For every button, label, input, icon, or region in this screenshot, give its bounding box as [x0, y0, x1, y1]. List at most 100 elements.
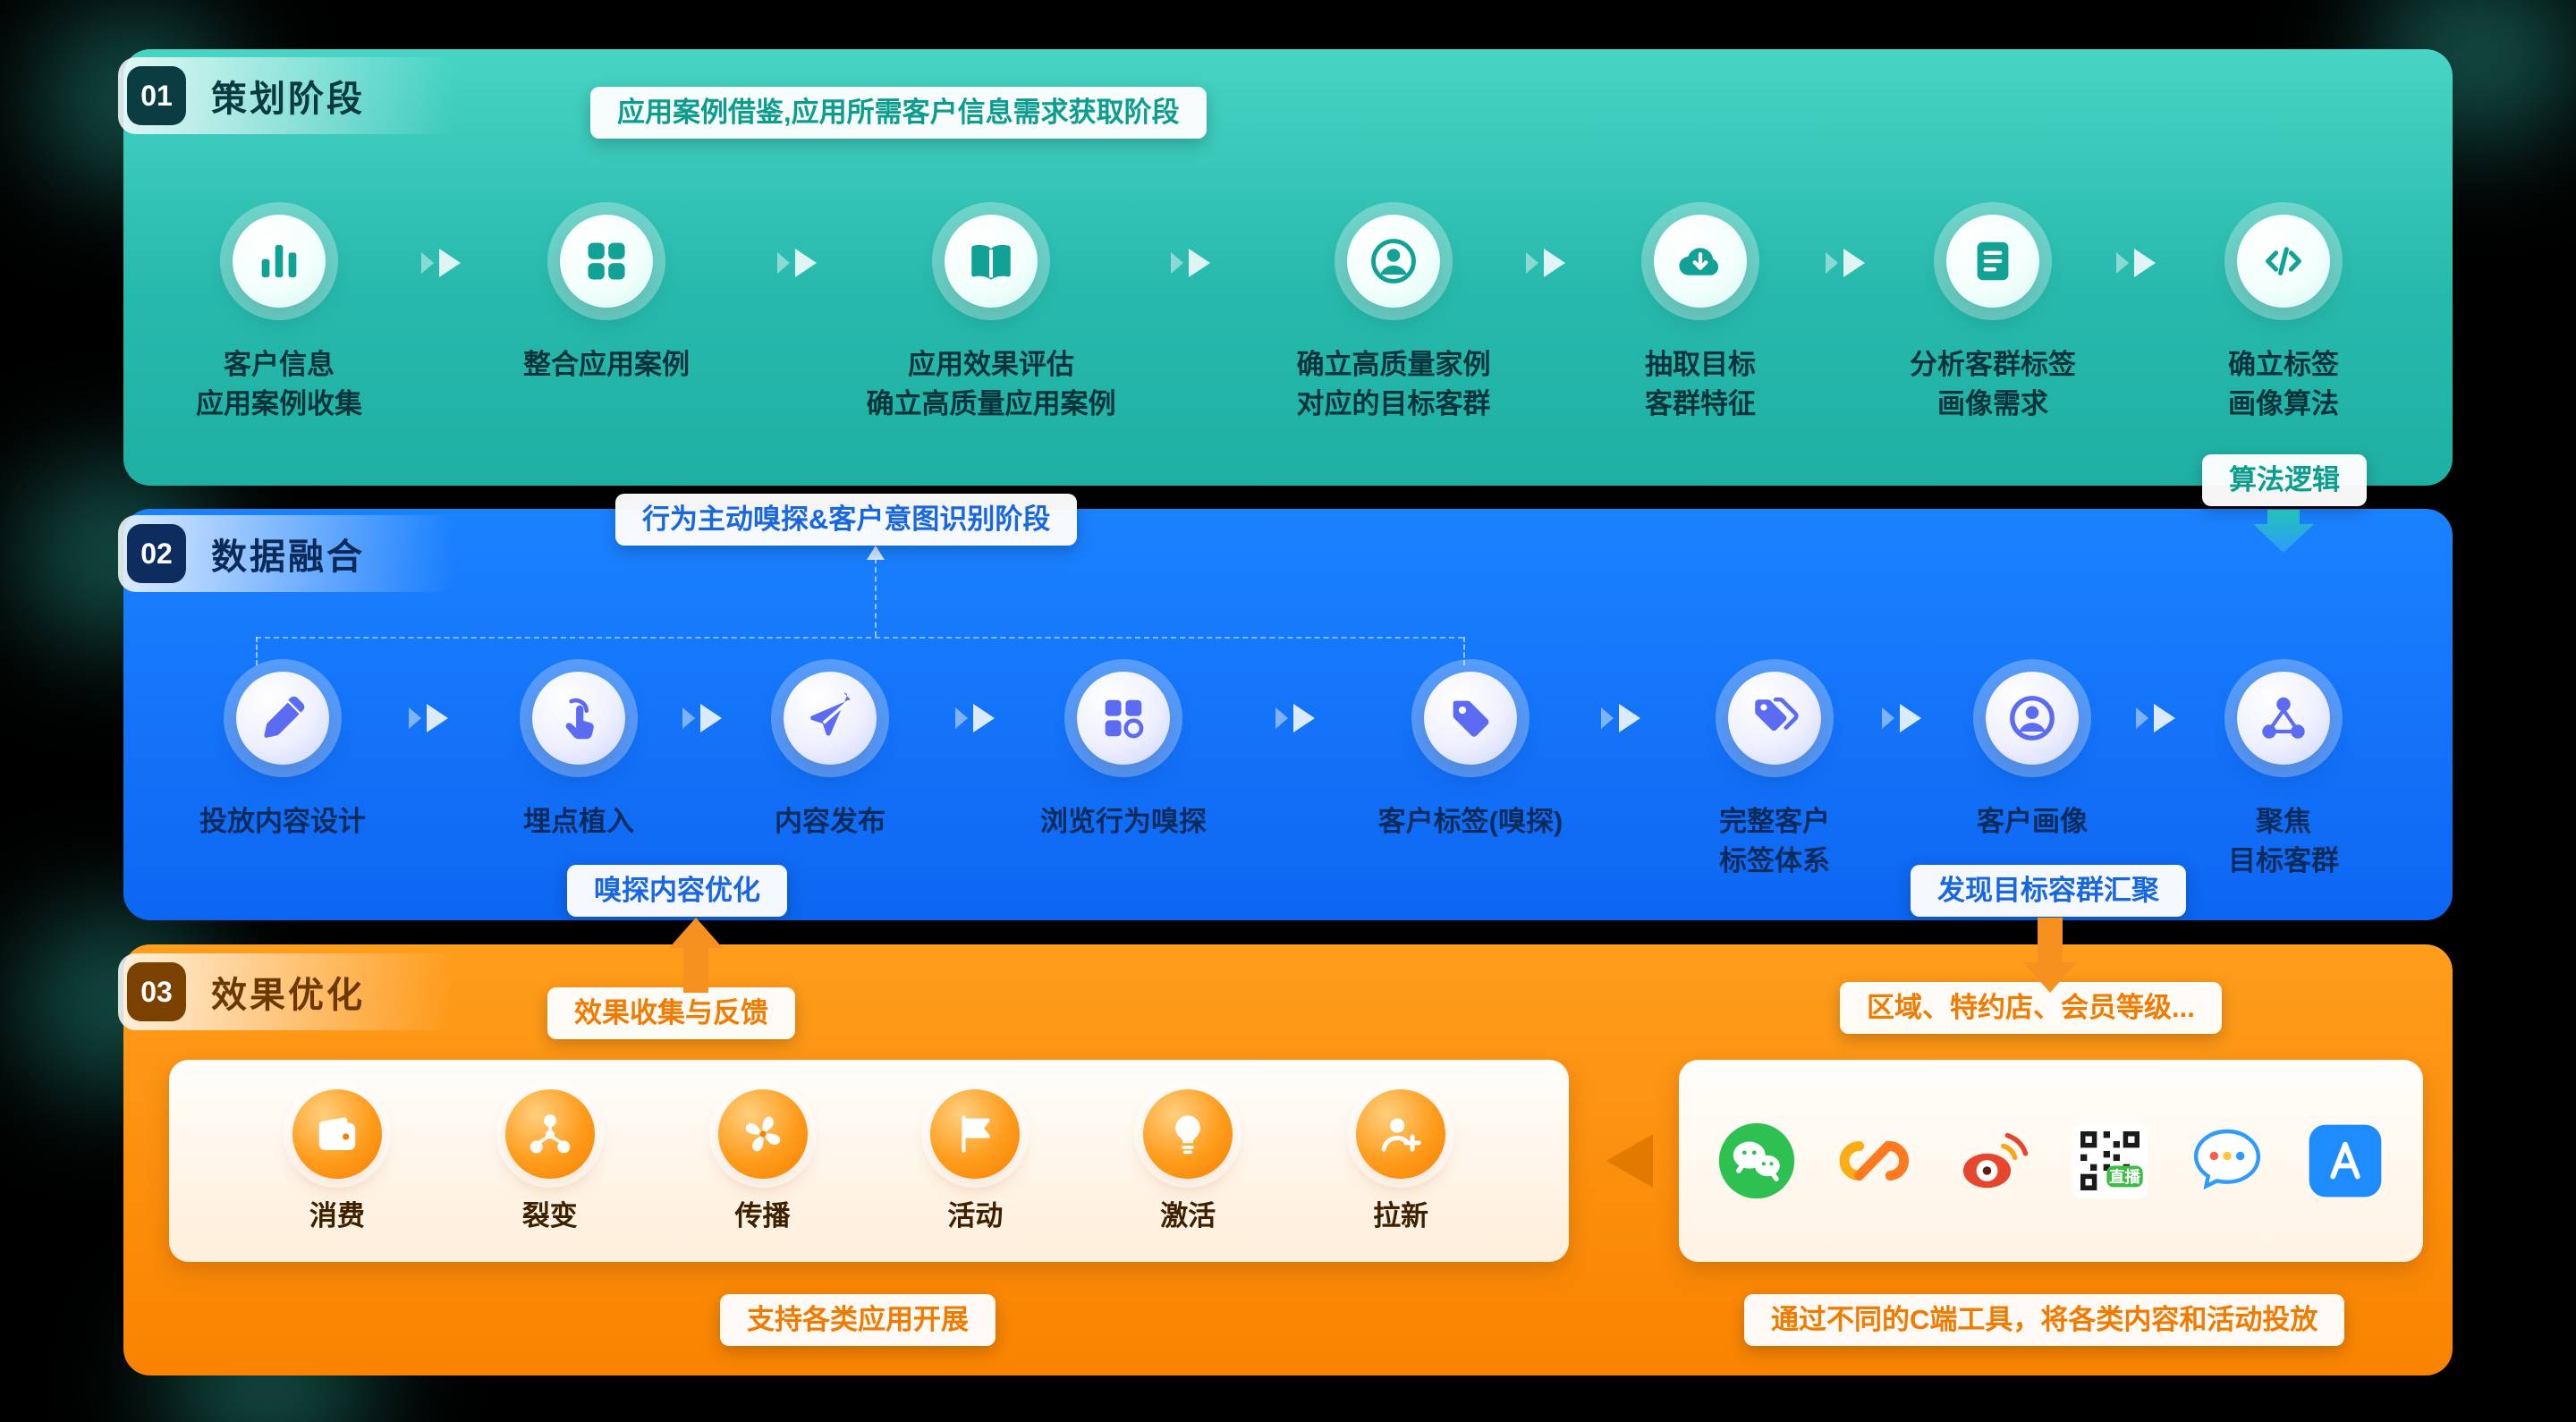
channels-loop-icon	[1835, 1122, 1914, 1200]
flow-arrow-icon	[955, 704, 995, 732]
flow-arrow-icon	[777, 249, 817, 277]
app-item-acquire: 拉新	[1356, 1088, 1446, 1233]
flow-arrow-icon	[1826, 249, 1865, 277]
app-label: 传播	[734, 1199, 791, 1232]
fan-icon	[717, 1088, 808, 1179]
applications-panel: 消费 裂变 传播 活动 激活	[169, 1060, 1569, 1262]
step-label: 分析客群标签 画像需求	[1910, 349, 2076, 419]
app-label: 裂变	[521, 1199, 578, 1232]
channels-caption-badge: 通过不同的C端工具，将各类内容和活动投放	[1744, 1294, 2345, 1346]
step-label: 完整客户 标签体系	[1719, 806, 1830, 876]
tag-icon	[1424, 672, 1517, 765]
pen-icon	[236, 672, 329, 765]
step-label: 客户信息 应用案例收集	[196, 349, 362, 419]
flow-arrow-icon	[2136, 704, 2175, 732]
flag-icon	[930, 1088, 1021, 1179]
step-complete-tag-system: 完整客户 标签体系	[1582, 672, 1967, 881]
step-integrate-cases: 整合应用案例	[414, 215, 799, 385]
sniff-content-optimize-badge: 嗅探内容优化	[567, 865, 787, 917]
browse-grid-icon	[1077, 672, 1170, 765]
flow-arrow-icon	[421, 249, 461, 277]
stage2-banner: 行为主动嗅探&客户意图识别阶段	[615, 494, 1078, 546]
dashed-connector	[1463, 637, 1465, 665]
user-portrait-icon	[1986, 672, 2079, 765]
app-item-consume: 消费	[292, 1088, 382, 1233]
effect-feedback-badge: 效果收集与反馈	[547, 987, 795, 1039]
flow-arrow-icon	[1275, 704, 1315, 732]
app-grid-icon	[560, 215, 653, 308]
flow-arrow-icon	[1601, 704, 1640, 732]
step-effect-evaluation: 应用效果评估 确立高质量应用案例	[799, 215, 1183, 424]
user-circle-icon	[1347, 215, 1440, 308]
flow-arrow-icon	[682, 704, 722, 732]
flow-arrow-icon	[2116, 249, 2156, 277]
step-label: 抽取目标 客群特征	[1645, 349, 1756, 419]
feedback-up-arrow-icon	[669, 918, 723, 993]
bulb-icon	[1143, 1088, 1233, 1179]
cloud-download-icon	[1654, 215, 1747, 308]
app-item-fission: 裂变	[504, 1088, 595, 1233]
flow-arrow-icon	[1171, 249, 1210, 277]
step-tracking-implant: 埋点植入	[386, 672, 771, 842]
tap-finger-icon	[532, 672, 625, 765]
stage3-title: 效果优化	[211, 976, 365, 1015]
step-label: 埋点植入	[523, 806, 634, 837]
step-label: 客户画像	[1977, 806, 2088, 837]
stage3-number: 03	[127, 962, 186, 1021]
fission-icon	[504, 1088, 595, 1179]
step-customer-portrait: 客户画像	[1840, 672, 2224, 842]
app-label: 消费	[309, 1199, 365, 1232]
app-store-icon	[2306, 1122, 2385, 1200]
step-label: 应用效果评估 确立高质量应用案例	[866, 349, 1116, 419]
flow-arrow-icon	[1882, 704, 1921, 732]
app-item-activate: 激活	[1143, 1088, 1233, 1233]
step-extract-features: 抽取目标 客群特征	[1508, 215, 1893, 424]
stage2-tab: 02 数据融合	[118, 515, 454, 592]
channels-to-apps-arrow-icon	[1606, 1134, 1653, 1188]
app-label: 拉新	[1373, 1199, 1429, 1232]
live-label: 直播	[2109, 1168, 2140, 1186]
stage1-number: 01	[127, 66, 186, 125]
target-group-gather-badge: 发现目标容群汇聚	[1911, 865, 2186, 917]
live-qr-code-icon: 直播	[2071, 1122, 2149, 1200]
app-item-activity: 活动	[930, 1088, 1021, 1233]
step-tag-algorithm: 确立标签 画像算法	[2091, 215, 2476, 424]
step-label: 聚焦 目标客群	[2228, 806, 2339, 876]
stage3-tab: 03 效果优化	[118, 953, 454, 1030]
user-plus-icon	[1356, 1088, 1446, 1179]
stage1-banner: 应用案例借鉴,应用所需客户信息需求获取阶段	[590, 87, 1207, 139]
step-label: 内容发布	[775, 806, 886, 837]
algorithm-logic-badge: 算法逻辑	[2202, 454, 2367, 506]
share-network-icon	[2237, 672, 2330, 765]
step-label: 整合应用案例	[523, 349, 690, 380]
stage1-band	[123, 49, 2453, 486]
step-label: 投放内容设计	[199, 806, 366, 837]
step-focus-target-group: 聚焦 目标客群	[2091, 672, 2476, 881]
step-label: 确立标签 画像算法	[2228, 349, 2339, 419]
dashed-connector	[256, 637, 258, 665]
app-label: 激活	[1160, 1199, 1216, 1232]
open-book-icon	[945, 215, 1038, 308]
dashed-connector	[256, 637, 1463, 639]
step-content-publish: 内容发布	[638, 672, 1022, 842]
channels-panel: 直播	[1679, 1060, 2423, 1262]
stage1-tab: 01 策划阶段	[118, 57, 454, 134]
bar-chart-icon	[233, 215, 326, 308]
stage1-title: 策划阶段	[211, 80, 365, 119]
app-label: 活动	[947, 1199, 1004, 1232]
dashed-arrowhead	[867, 546, 885, 560]
dashed-connector	[875, 558, 877, 637]
paper-plane-icon	[784, 672, 877, 765]
document-lines-icon	[1946, 215, 2039, 308]
apps-caption-badge: 支持各类应用开展	[720, 1294, 996, 1346]
step-content-design: 投放内容设计	[90, 672, 475, 842]
wechat-icon	[1717, 1122, 1796, 1200]
app-item-spread: 传播	[717, 1088, 808, 1233]
chat-icon	[2188, 1122, 2267, 1200]
stage2-number: 02	[127, 524, 186, 583]
step-label: 确立高质量家例 对应的目标客群	[1296, 349, 1491, 419]
flow-arrow-icon	[409, 704, 448, 732]
stage1-to-stage2-arrow-icon	[2253, 510, 2314, 553]
gather-down-arrow-icon	[2023, 918, 2077, 993]
